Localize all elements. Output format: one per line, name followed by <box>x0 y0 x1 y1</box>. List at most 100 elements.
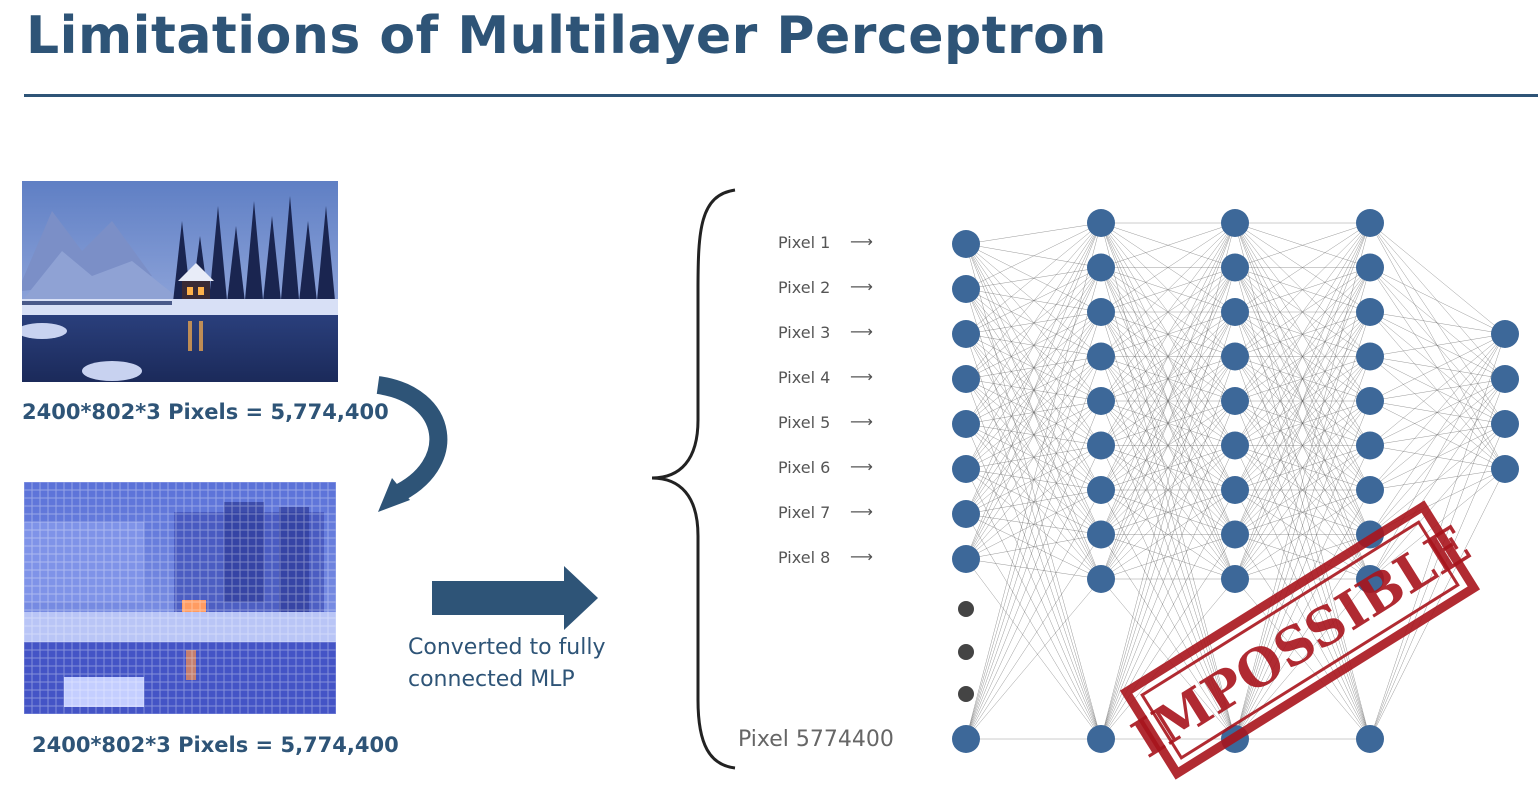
connection-line <box>1234 222 1371 535</box>
connection-line <box>1100 489 1236 535</box>
connection-line <box>1100 400 1236 446</box>
input-label-3: Pixel 3 <box>778 323 831 342</box>
connection-line <box>1100 445 1236 740</box>
connection-line <box>965 423 1102 580</box>
input-arrow-icon: ⟶ <box>850 367 873 386</box>
connection-line <box>1100 267 1236 491</box>
connection-line <box>965 243 1102 313</box>
connection-line <box>1100 356 1236 446</box>
connection-line <box>1100 311 1236 357</box>
input-node <box>952 455 980 483</box>
output-node <box>1491 320 1519 348</box>
connection-line <box>1234 311 1371 535</box>
input-label-5: Pixel 5 <box>778 413 831 432</box>
hidden-1-node <box>1087 725 1115 753</box>
connection-line <box>1369 222 1506 425</box>
connection-line <box>1234 311 1371 446</box>
input-node <box>952 500 980 528</box>
connection-line <box>1369 356 1506 470</box>
impossible-stamp: IMPOSSIBLE <box>1119 500 1481 780</box>
connection-line <box>1100 534 1236 580</box>
connection-line <box>1100 400 1236 535</box>
hidden-3-node <box>1356 431 1384 460</box>
input-arrow-icon: ⟶ <box>850 547 873 566</box>
connection-line <box>965 400 1102 515</box>
connection-line <box>1234 267 1371 740</box>
connection-line <box>965 288 1102 357</box>
connection-line <box>1234 267 1371 491</box>
connection-line <box>1234 267 1371 357</box>
connection-line <box>965 445 1102 515</box>
input-label-1: Pixel 1 <box>778 233 831 252</box>
connection-line <box>1100 311 1236 446</box>
connection-line <box>965 222 1102 245</box>
connection-line <box>1234 311 1371 491</box>
connection-line <box>1234 222 1371 580</box>
connection-line <box>1100 222 1236 313</box>
connection-line <box>1234 267 1371 446</box>
connection-line <box>965 333 1102 402</box>
output-node <box>1491 410 1519 438</box>
connection-line <box>1100 534 1236 740</box>
connection-line <box>1100 578 1236 740</box>
connection-line <box>965 378 1102 402</box>
connection-line <box>1234 222 1371 535</box>
connection-line <box>1234 267 1371 580</box>
connection-line <box>965 222 1102 470</box>
connection-line <box>965 356 1102 470</box>
connection-line <box>1369 333 1506 535</box>
connection-line <box>965 400 1102 740</box>
title-divider <box>24 94 1538 97</box>
connection-line <box>965 288 1102 740</box>
connection-line <box>1100 267 1236 446</box>
connection-line <box>1369 423 1506 535</box>
connection-line <box>965 243 1102 402</box>
connection-line <box>1234 222 1371 491</box>
connection-line <box>1234 489 1371 580</box>
connection-line <box>1369 333 1506 740</box>
connection-line <box>1369 468 1506 580</box>
hidden-1-node <box>1087 520 1115 549</box>
hidden-1-node <box>1087 298 1115 326</box>
connection-line <box>1234 356 1371 491</box>
connection-line <box>1234 267 1371 313</box>
connection-line <box>965 267 1102 470</box>
connection-line <box>1369 333 1506 491</box>
connection-line <box>965 288 1102 313</box>
output-node <box>1491 365 1519 393</box>
connection-line <box>1369 333 1506 580</box>
connection-line <box>1100 222 1236 740</box>
connection-line <box>1100 267 1236 313</box>
connection-line <box>1100 267 1236 740</box>
connection-line <box>965 288 1102 491</box>
connection-line <box>965 513 1102 580</box>
connection-line <box>965 243 1102 357</box>
connection-line <box>1100 311 1236 740</box>
connection-line <box>1100 311 1236 491</box>
connection-line <box>1234 356 1371 491</box>
input-arrow-icon: ⟶ <box>850 232 873 251</box>
connection-line <box>1234 222 1371 402</box>
hidden-1-node <box>1087 253 1115 282</box>
connection-line <box>1234 356 1371 580</box>
connection-line <box>1369 378 1506 535</box>
connection-line <box>965 222 1102 740</box>
hidden-1-node <box>1087 387 1115 415</box>
connection-line <box>1369 222 1506 335</box>
connection-line <box>1234 356 1371 580</box>
connection-line <box>965 356 1102 515</box>
connection-line <box>965 311 1102 380</box>
connection-line <box>1100 356 1236 402</box>
hidden-3-node <box>1356 342 1384 371</box>
connection-line <box>965 400 1102 425</box>
connection-line <box>965 243 1102 491</box>
hidden-3-node <box>1356 476 1384 504</box>
connection-line <box>1100 222 1236 357</box>
connection-line <box>1234 578 1371 740</box>
connection-line <box>1234 534 1371 580</box>
input-label-4: Pixel 4 <box>778 368 831 387</box>
connection-line <box>1100 311 1236 535</box>
input-label-2: Pixel 2 <box>778 278 831 297</box>
hidden-2-node <box>1221 565 1249 593</box>
connection-line <box>965 445 1102 470</box>
